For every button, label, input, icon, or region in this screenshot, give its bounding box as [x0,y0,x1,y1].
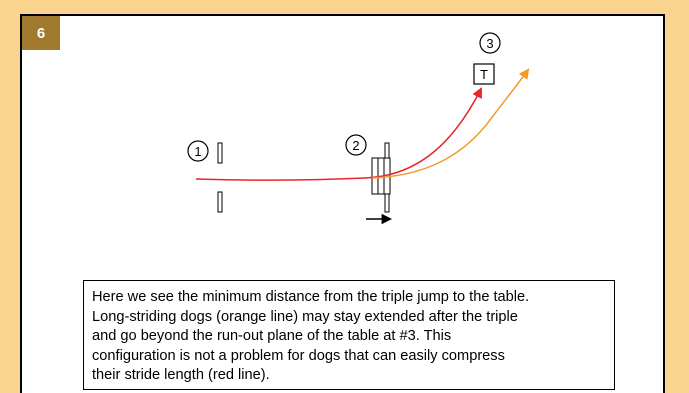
triple-number-circle [345,134,367,156]
red-line-path [195,87,482,181]
jump-1 [217,142,223,213]
step-number-badge: 6 [22,16,60,50]
table-number: 3 [486,36,493,51]
table-number-circle [479,32,501,54]
caption-text: Here we see the minimum distance from th… [83,280,615,390]
triple-number: 2 [352,138,359,153]
orange-line-path [371,68,530,179]
table-obstacle [473,63,495,85]
jump-1-number: 1 [194,144,201,159]
jump-1-number-circle [187,140,209,162]
table-marker: T [480,67,488,82]
